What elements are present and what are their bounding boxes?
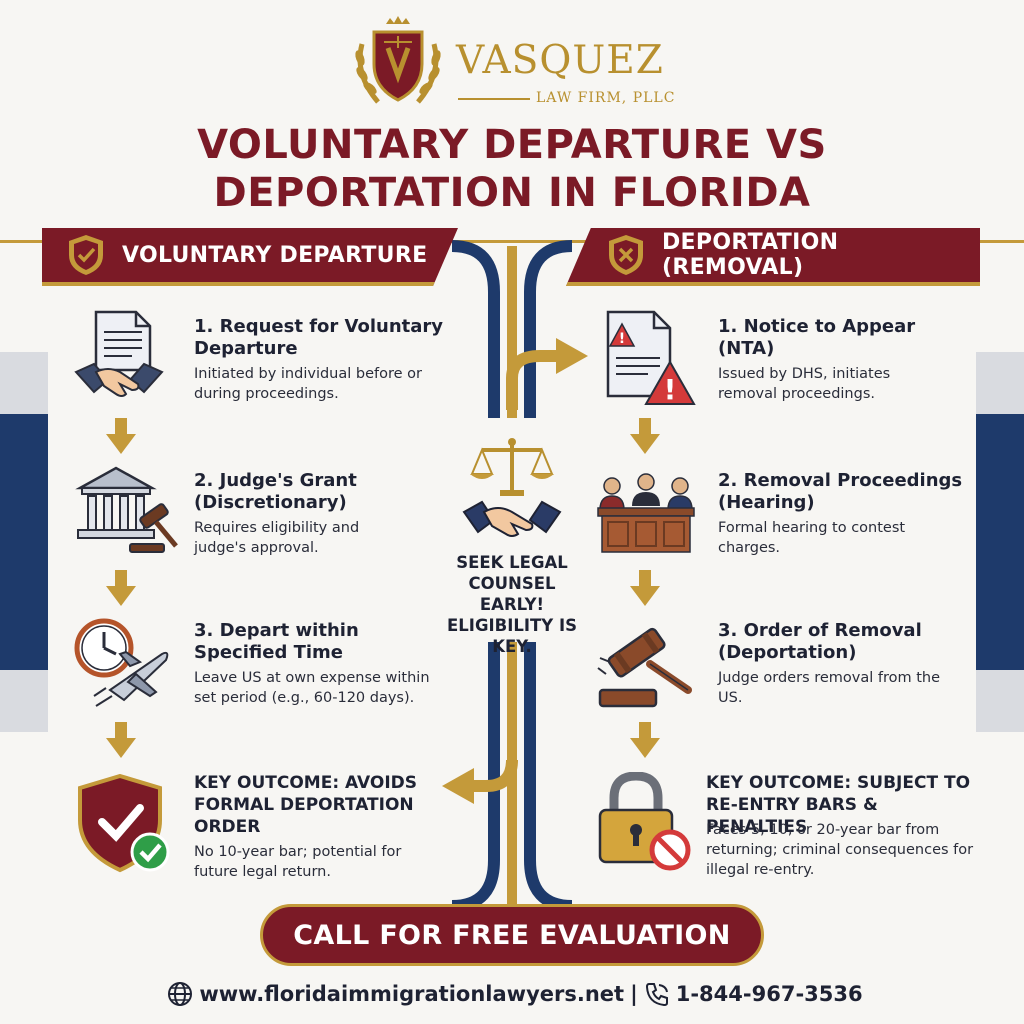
left-step-1-title: 1. Request for Voluntary Departure	[194, 316, 444, 359]
footer-separator: |	[630, 982, 638, 1006]
shield-check-icon	[78, 774, 170, 873]
svg-text:!: !	[619, 331, 625, 347]
courtroom-icon	[597, 473, 695, 553]
voluntary-departure-header: VOLUNTARY DEPARTURE	[42, 228, 458, 286]
right-step-3-desc: Judge orders removal from the US.	[718, 670, 941, 706]
phone-icon	[645, 983, 668, 1007]
warning-document-icon: ! !	[606, 310, 696, 406]
deportation-title: DEPORTATION (REMOVAL)	[662, 230, 839, 280]
right-step-1-desc: Issued by DHS, initiates removal proceed…	[718, 366, 891, 402]
phone-link[interactable]: 1-844-967-3536	[675, 982, 863, 1006]
deportation-header: DEPORTATION (REMOVAL)	[566, 228, 980, 286]
courthouse-gavel-icon	[75, 466, 178, 553]
left-step-3-desc: Leave US at own expense within set perio…	[194, 670, 430, 706]
right-step-2-title: 2. Removal Proceedings (Hearing)	[718, 470, 963, 513]
right-outcome-title: KEY OUTCOME: SUBJECT TO RE-ENTRY BARS & …	[706, 773, 971, 837]
left-outcome-desc: No 10-year bar; potential for future leg…	[194, 844, 402, 880]
svg-text:!: !	[664, 373, 677, 406]
title-line-2: DEPORTATION IN FLORIDA	[213, 170, 811, 216]
website-link[interactable]: www.floridaimmigrationlawyers.net	[199, 982, 625, 1006]
header-gold-rule	[0, 240, 1024, 243]
bg-band-left-navy	[0, 414, 48, 670]
right-step-3-title: 3. Order of Removal (Deportation)	[718, 620, 922, 663]
firm-name: VASQUEZ	[456, 38, 664, 83]
arrow-down-icon	[106, 418, 136, 454]
arrow-down-icon	[106, 722, 136, 758]
left-outcome-title: KEY OUTCOME: AVOIDS FORMAL DEPORTATION O…	[194, 773, 418, 837]
logo-rule	[458, 98, 530, 100]
right-outcome-desc: Faces 5, 10, or 20-year bar from returni…	[706, 822, 974, 878]
free-evaluation-label: CALL FOR FREE EVALUATION	[293, 919, 731, 951]
arrow-down-icon	[630, 570, 660, 606]
center-advice-text: SEEK LEGAL COUNSEL EARLY! ELIGIBILITY IS…	[447, 553, 577, 656]
left-step-1-desc: Initiated by individual before or during…	[194, 366, 422, 402]
arrow-down-icon	[630, 722, 660, 758]
document-handshake-icon	[74, 310, 164, 397]
arrow-down-icon	[630, 418, 660, 454]
left-step-2-title: 2. Judge's Grant (Discretionary)	[194, 470, 357, 513]
gavel-icon	[597, 627, 692, 708]
x-shield-icon	[609, 235, 643, 275]
bg-band-right-navy	[976, 414, 1024, 670]
firm-subtitle: LAW FIRM, PLLC	[536, 90, 676, 106]
firm-logo: VASQUEZ LAW FIRM, PLLC	[348, 14, 688, 114]
scales-handshake-icon	[462, 438, 562, 537]
clock-airplane-icon	[74, 618, 169, 707]
left-step-3-title: 3. Depart within Specified Time	[194, 620, 359, 663]
left-step-2-desc: Requires eligibility and judge's approva…	[194, 520, 360, 556]
free-evaluation-button[interactable]: CALL FOR FREE EVALUATION	[260, 904, 764, 966]
check-shield-icon	[69, 235, 103, 275]
title-line-1: VOLUNTARY DEPARTURE VS	[197, 122, 827, 168]
padlock-prohibited-icon	[598, 772, 691, 871]
arrow-down-icon	[106, 570, 136, 606]
voluntary-departure-title: VOLUNTARY DEPARTURE	[122, 242, 428, 268]
right-step-2-desc: Formal hearing to contest charges.	[718, 520, 906, 556]
crest-icon	[355, 16, 441, 104]
contact-footer: www.floridaimmigrationlawyers.net | 1-84…	[0, 976, 1024, 1012]
globe-icon	[168, 982, 193, 1006]
right-step-1-title: 1. Notice to Appear (NTA)	[718, 316, 916, 359]
